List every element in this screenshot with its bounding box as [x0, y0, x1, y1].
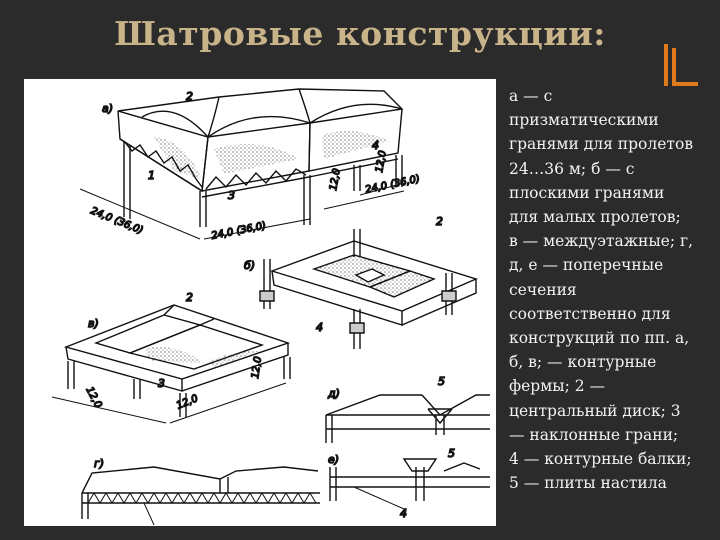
technical-drawing: а) 2 1 3 4 24,0 (36,0) 24,0 (36,0) 12,0 … — [24, 79, 496, 526]
label-a: а) — [102, 102, 113, 115]
dim-a-left: 24,0 (36,0) — [89, 206, 145, 237]
label-3-a: 3 — [228, 189, 235, 202]
label-4-b: 4 — [316, 321, 323, 334]
slide-title: Шатровые конструкции: — [114, 14, 606, 53]
dim-v-left: 12,0 — [83, 385, 103, 410]
dim-v-bottom: 12,0 — [175, 393, 200, 412]
drawing-a — [79, 88, 405, 240]
label-1-a: 1 — [148, 169, 155, 182]
label-4-a: 4 — [372, 139, 379, 152]
label-b: б) — [244, 259, 255, 272]
label-2-b: 2 — [436, 215, 443, 228]
dim-v-right: 12,0 — [250, 356, 264, 380]
label-v: в) — [88, 317, 99, 330]
drawing-e — [329, 458, 490, 510]
label-4-e: 4 — [400, 507, 407, 520]
label-e: е) — [328, 453, 339, 466]
label-2-a: 2 — [186, 90, 193, 103]
dim-a-bottom: 24,0 (36,0) — [210, 221, 267, 242]
label-5-e: 5 — [448, 447, 455, 460]
label-d: д) — [327, 387, 340, 400]
drawing-b — [259, 229, 479, 349]
label-3-v: 3 — [158, 377, 165, 390]
dim-a-right-low: 24,0 (36,0) — [364, 174, 421, 196]
label-g: г) — [94, 457, 104, 470]
accent-bracket-icon — [664, 44, 698, 86]
label-2-v: 2 — [186, 291, 193, 304]
drawing-v — [51, 304, 291, 424]
drawing-g — [81, 466, 320, 526]
drawing-d — [325, 394, 490, 443]
figure-caption: а — с призматическими гранями для пролет… — [509, 87, 694, 493]
dim-a-right-top: 12,0 — [374, 150, 389, 174]
label-5-d: 5 — [438, 375, 445, 388]
dim-a-right-mid: 12,0 — [328, 168, 343, 192]
